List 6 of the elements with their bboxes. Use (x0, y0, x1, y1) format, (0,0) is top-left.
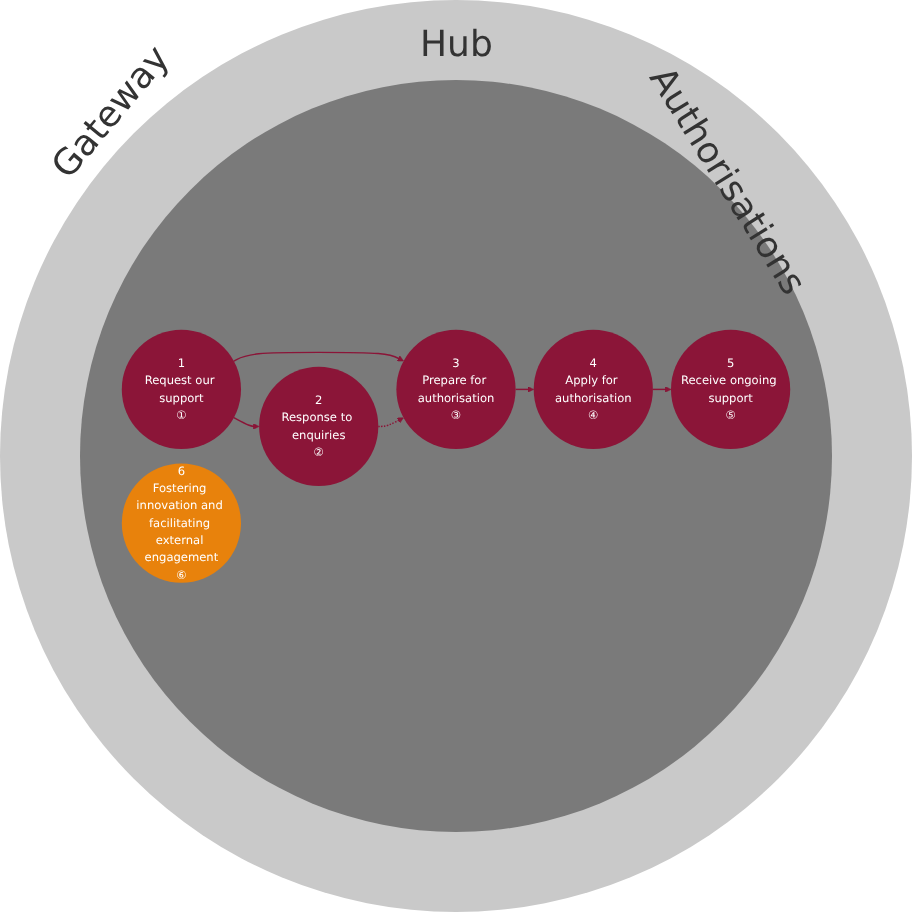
arrow (514, 385, 534, 392)
arrow (377, 416, 404, 427)
section-label: Hub (420, 24, 493, 66)
arrow (233, 350, 404, 362)
arrow (233, 416, 260, 429)
arrow (652, 385, 672, 392)
